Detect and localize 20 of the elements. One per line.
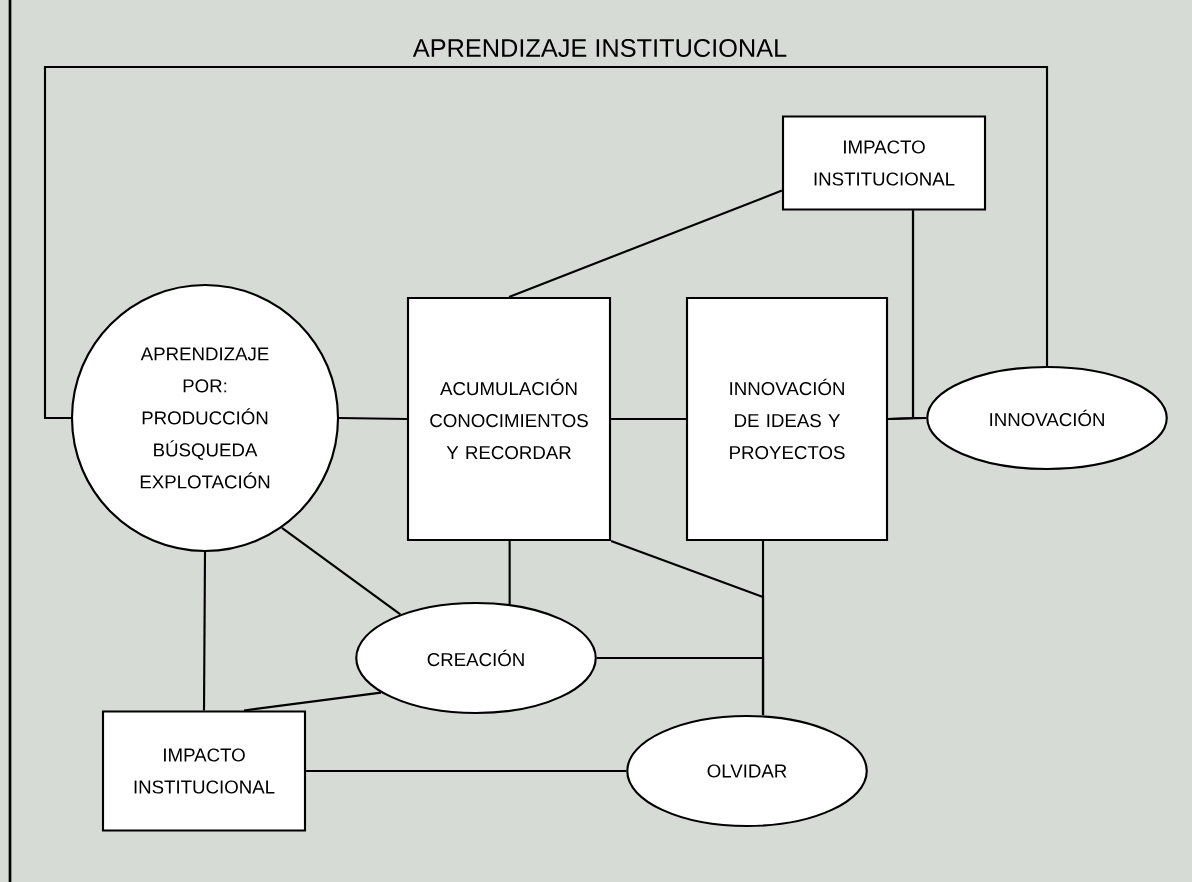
- process-box: IMPACTO INSTITUCIONAL: [101, 710, 307, 832]
- connector-line: [243, 691, 382, 712]
- process-box: IMPACTO INSTITUCIONAL: [781, 115, 987, 211]
- process-box: ACUMULACIÓN CONOCIMIENTOS Y RECORDAR: [406, 296, 612, 542]
- connector-line: [508, 541, 511, 605]
- connector-line: [306, 769, 627, 773]
- connector-line: [339, 416, 407, 421]
- ellipse-node: CREACIÓN: [355, 601, 597, 715]
- title: APRENDIZAJE INSTITUCIONAL: [412, 39, 787, 57]
- connector-line: [281, 526, 401, 616]
- connector-line: [43, 65, 1049, 420]
- ellipse-node: INNOVACIÓN: [926, 365, 1168, 471]
- connector-line: [611, 417, 686, 421]
- connector-line: [888, 210, 915, 421]
- connector-line: [508, 189, 783, 298]
- ellipse-node: OLVIDAR: [626, 714, 868, 828]
- process-box: INNOVACIÓN DE IDEAS Y PROYECTOS: [685, 296, 889, 542]
- circle-node: APRENDIZAJE POR: PRODUCCIÓN BÚSQUEDA EXPLOTACIÓN: [70, 283, 340, 553]
- connector-line: [202, 552, 207, 711]
- connector-line: [596, 656, 765, 715]
